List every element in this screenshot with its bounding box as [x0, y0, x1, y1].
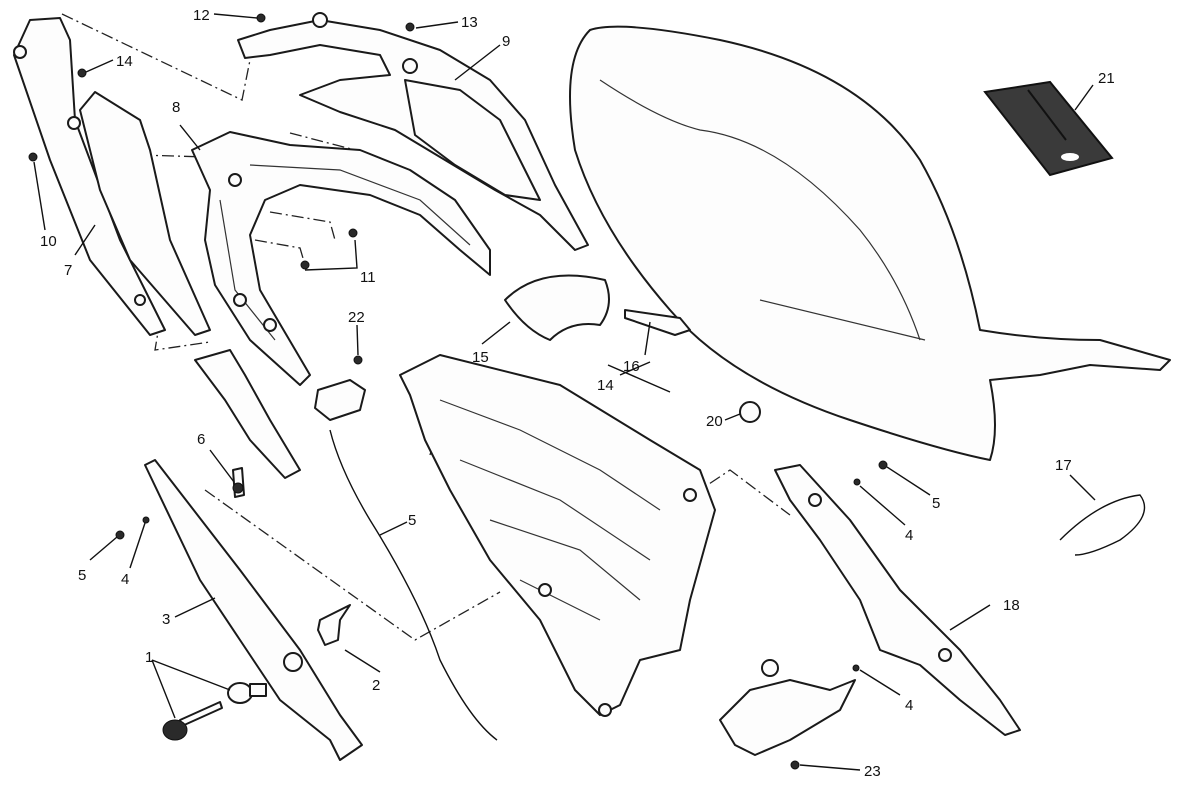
callout-19: 18: [1003, 597, 1020, 614]
part-rubber-buffer: [739, 401, 761, 423]
part-elastic-cord: [1059, 494, 1146, 556]
part-clip-strap: [607, 309, 691, 393]
callout-20: 20: [706, 413, 723, 430]
part-pad: [504, 274, 610, 341]
part-latch: [317, 604, 351, 646]
callout-9: 8: [172, 99, 180, 116]
part-side-cover: [13, 17, 211, 336]
part-document-plate: [983, 80, 1114, 177]
callout-14-left: 14: [116, 53, 133, 70]
callout-17: 16: [623, 358, 640, 375]
callout-8: 7: [64, 262, 72, 279]
leader-lines: [33, 13, 1096, 771]
callout-6: 5: [408, 512, 416, 529]
part-release-cable: [329, 429, 498, 741]
callout-18: 17: [1055, 457, 1072, 474]
callout-16: 15: [472, 349, 489, 366]
callout-21: 21: [1098, 70, 1115, 87]
callout-22: 22: [348, 309, 365, 326]
callout-10: 9: [502, 33, 510, 50]
callout-1: 1: [145, 649, 153, 666]
callout-23: 23: [864, 763, 881, 780]
callout-11: 10: [40, 233, 57, 250]
callout-7: 6: [197, 431, 205, 448]
callout-15: 14: [597, 377, 614, 394]
callout-2: 2: [372, 677, 380, 694]
part-grab-handle: [237, 12, 589, 251]
part-lower-bracket: [719, 659, 856, 756]
part-rear-frame-bracket: [191, 131, 491, 386]
part-right-side-panel: [774, 464, 1021, 736]
callout-5-right: 5: [932, 495, 940, 512]
callout-4-right: 4: [905, 527, 913, 544]
fasteners: [28, 13, 888, 770]
callout-5-left: 5: [78, 567, 86, 584]
callout-12: 11: [360, 269, 376, 286]
callout-4-left: 4: [121, 571, 129, 588]
part-seat: [569, 25, 1171, 461]
callout-14-top: 13: [461, 14, 478, 31]
callout-labels: 12 13 9 14 8 10 7 11 22 21 15 16 14 20 6…: [40, 7, 1115, 780]
part-lock-bracket: [314, 379, 366, 421]
part-left-side-panel: [144, 459, 363, 761]
part-lock-cylinder: [162, 682, 267, 741]
part-undertray: [399, 354, 716, 717]
callout-3: 3: [162, 611, 170, 628]
callout-13: 12: [193, 7, 210, 24]
callout-4-lower: 4: [905, 697, 913, 714]
